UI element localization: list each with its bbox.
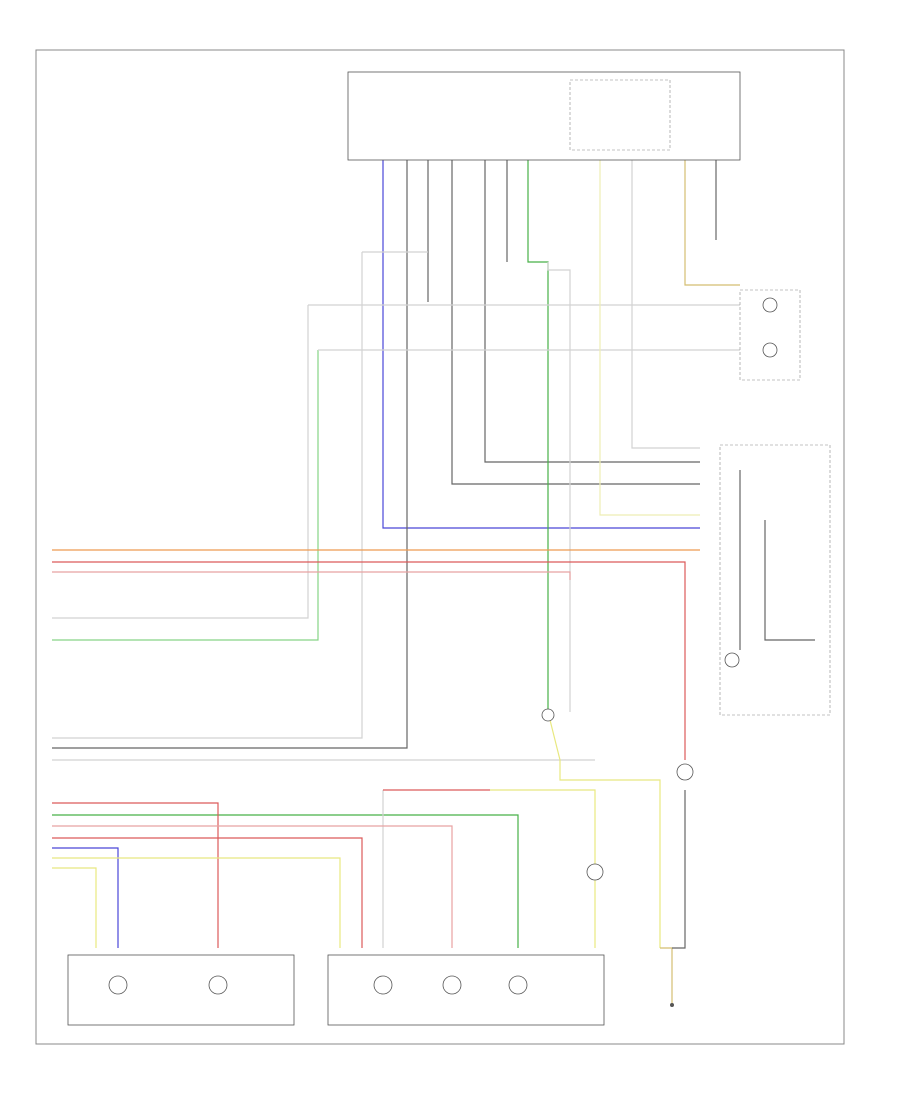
wire-black-1 xyxy=(52,160,408,749)
wire-black-7 xyxy=(672,790,686,949)
wire-black-4 xyxy=(484,160,700,463)
left-turn-indicator-lamp xyxy=(762,297,778,313)
wire-blue-switch xyxy=(382,160,700,529)
wire-group xyxy=(52,160,815,1005)
wire-tan-ground xyxy=(660,947,673,1005)
wire-white-7 xyxy=(631,160,700,449)
wire-blue-lower xyxy=(52,847,119,948)
tail-lamp xyxy=(442,975,462,995)
wire-white-2 xyxy=(52,305,309,619)
wire-white-6 xyxy=(547,262,571,712)
wire-green-switch xyxy=(527,160,549,712)
rear-side-marker-lamp xyxy=(676,763,694,781)
diagram-frame xyxy=(35,49,845,1045)
wire-tan-1 xyxy=(684,160,740,286)
wire-black-3 xyxy=(451,160,700,485)
wire-red-1 xyxy=(52,561,686,760)
wire-yellow-4 xyxy=(52,867,97,948)
wire-red-4 xyxy=(52,837,363,948)
wire-light-green xyxy=(52,350,319,641)
switch-inner-dashed xyxy=(569,79,671,151)
wire-green-lower xyxy=(52,814,519,948)
combination-switch-box xyxy=(347,71,741,161)
brake-lamp-right xyxy=(373,975,393,995)
flasher-dashed-box xyxy=(719,444,831,716)
left-bulb-holder xyxy=(67,954,295,1026)
backup-lamp xyxy=(108,975,128,995)
right-turn-indicator-lamp xyxy=(762,342,778,358)
license-lamp xyxy=(586,863,604,881)
brake-lamp-left xyxy=(208,975,228,995)
side-marker-lamp xyxy=(541,708,555,722)
wire-yellow-1 xyxy=(490,789,596,948)
wire-yellow-3 xyxy=(52,857,341,948)
wire-pink-2 xyxy=(52,825,453,948)
cluster-dashed-box xyxy=(739,289,801,381)
wire-black-9 xyxy=(764,520,815,641)
wire-red-2 xyxy=(52,802,219,948)
wire-pink-1 xyxy=(52,571,571,580)
hazard-indicator-lamp xyxy=(724,652,740,668)
wire-white-1 xyxy=(52,252,363,739)
ground-point xyxy=(670,1003,674,1007)
wire-yellow-2 xyxy=(547,711,661,948)
turn-lamp-rear xyxy=(508,975,528,995)
right-bulb-holder xyxy=(327,954,605,1026)
wire-light-yellow-1 xyxy=(599,160,700,516)
